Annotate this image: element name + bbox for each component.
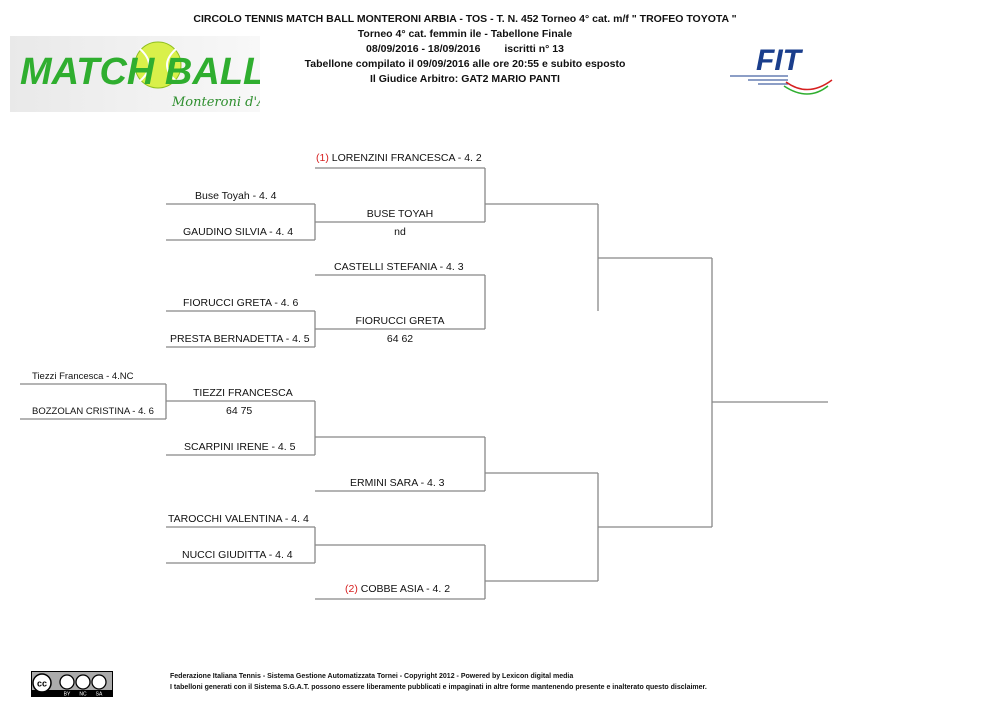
tournament-title: CIRCOLO TENNIS MATCH BALL MONTERONI ARBI… <box>193 13 737 25</box>
winner-buse-toyah: BUSE TOYAH <box>366 208 434 220</box>
player-presta-bernadetta: PRESTA BERNADETTA - 4. 5 <box>170 333 310 345</box>
player-cobbe-label: COBBE ASIA - 4. 2 <box>360 583 451 595</box>
player-scarpini-irene: SCARPINI IRENE - 4. 5 <box>184 441 296 453</box>
entries-count: iscritti n° 13 <box>504 43 564 55</box>
svg-text:cc: cc <box>37 679 47 689</box>
logo-text: MATCH BALL <box>20 51 260 93</box>
tournament-dates-line: 08/09/2016 - 18/09/2016 iscritti n° 13 <box>170 42 760 57</box>
footer-copyright: Federazione Italiana Tennis - Sistema Ge… <box>170 673 574 680</box>
svg-text:FIT: FIT <box>756 44 804 77</box>
player-tiezzi-francesca: Tiezzi Francesca - 4.NC <box>32 371 134 382</box>
winner-tiezzi-francesca: TIEZZI FRANCESCA <box>193 387 293 399</box>
cc-label-by: BY <box>64 692 71 698</box>
score-fiorucci: 64 62 <box>386 333 414 345</box>
cc-label-nc: NC <box>79 692 87 698</box>
player-ermini-sara: ERMINI SARA - 4. 3 <box>350 477 445 489</box>
footer-disclaimer: I tabelloni generati con il Sistema S.G.… <box>170 684 707 691</box>
player-tarocchi-valentina: TAROCCHI VALENTINA - 4. 4 <box>168 513 309 525</box>
player-gaudino-silvia: GAUDINO SILVIA - 4. 4 <box>183 226 294 238</box>
tournament-dates: 08/09/2016 - 18/09/2016 <box>366 43 481 55</box>
referee-line: Il Giudice Arbitro: GAT2 MARIO PANTI <box>370 73 560 85</box>
player-fiorucci-greta: FIORUCCI GRETA - 4. 6 <box>183 297 299 309</box>
player-buse-toyah: Buse Toyah - 4. 4 <box>195 190 277 202</box>
seed-1: (1) <box>316 152 329 164</box>
score-tiezzi: 64 75 <box>226 405 253 417</box>
score-buse: nd <box>394 226 406 238</box>
cc-label-sa: SA <box>96 692 103 698</box>
winner-fiorucci-greta: FIORUCCI GRETA <box>355 315 445 327</box>
player-castelli-stefania: CASTELLI STEFANIA - 4. 3 <box>334 261 464 273</box>
player-lorenzini-francesca: (1) LORENZINI FRANCESCA - 4. 2 <box>316 152 482 165</box>
player-bozzolan-cristina: BOZZOLAN CRISTINA - 4. 6 <box>32 406 154 417</box>
player-nucci-giuditta: NUCCI GIUDITTA - 4. 4 <box>182 549 293 561</box>
tournament-subtitle: Torneo 4° cat. femmin ile - Tabellone Fi… <box>357 28 573 40</box>
player-cobbe-asia: (2) COBBE ASIA - 4. 2 <box>345 583 450 596</box>
fit-logo: FIT <box>728 42 836 98</box>
creative-commons-badge: cc BY NC SA <box>31 671 113 698</box>
seed-2: (2) <box>345 583 358 595</box>
compiled-note: Tabellone compilato il 09/09/2016 alle o… <box>304 58 626 70</box>
player-lorenzini-label: LORENZINI FRANCESCA - 4. 2 <box>331 152 482 164</box>
